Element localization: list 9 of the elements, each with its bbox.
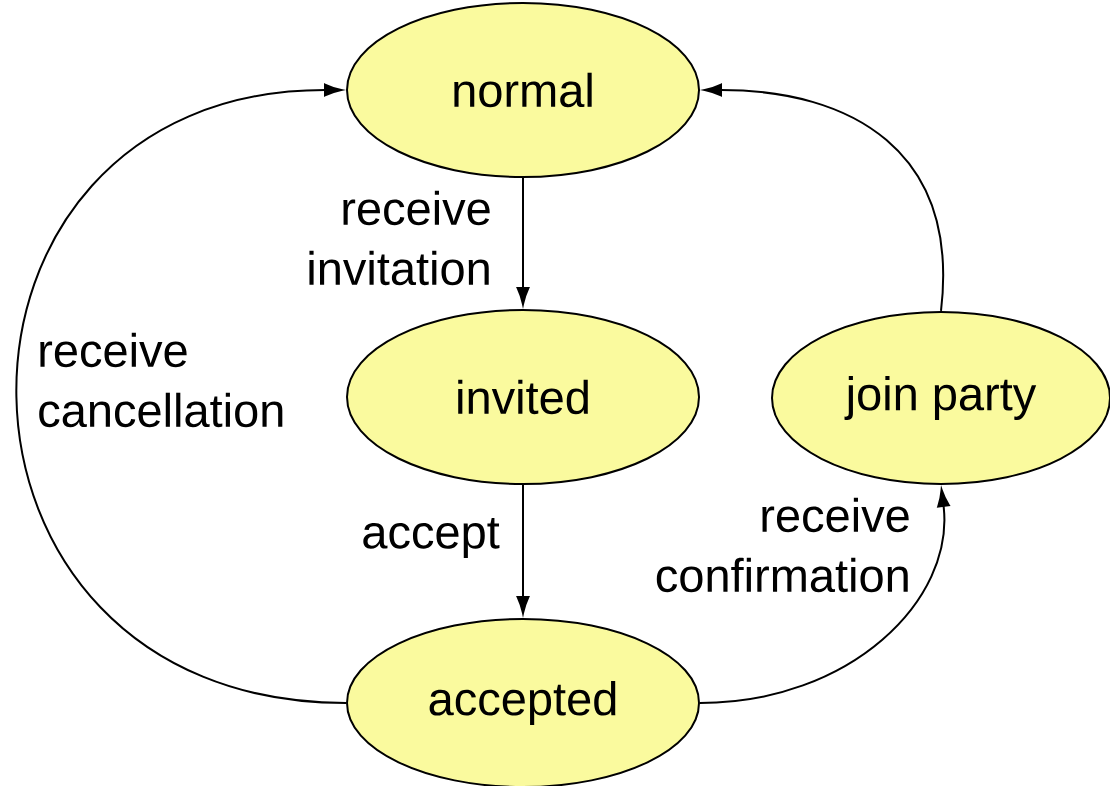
arrow	[699, 488, 950, 704]
arrow	[516, 177, 530, 306]
edge-label: receive cancellation	[39, 332, 283, 428]
edge-label: accept	[363, 517, 500, 559]
arrow	[516, 484, 530, 615]
edge-label: receive invitation	[309, 190, 490, 286]
arrow	[15, 83, 347, 704]
edge-label: receive confirmation	[656, 497, 909, 593]
arrow	[703, 83, 945, 312]
